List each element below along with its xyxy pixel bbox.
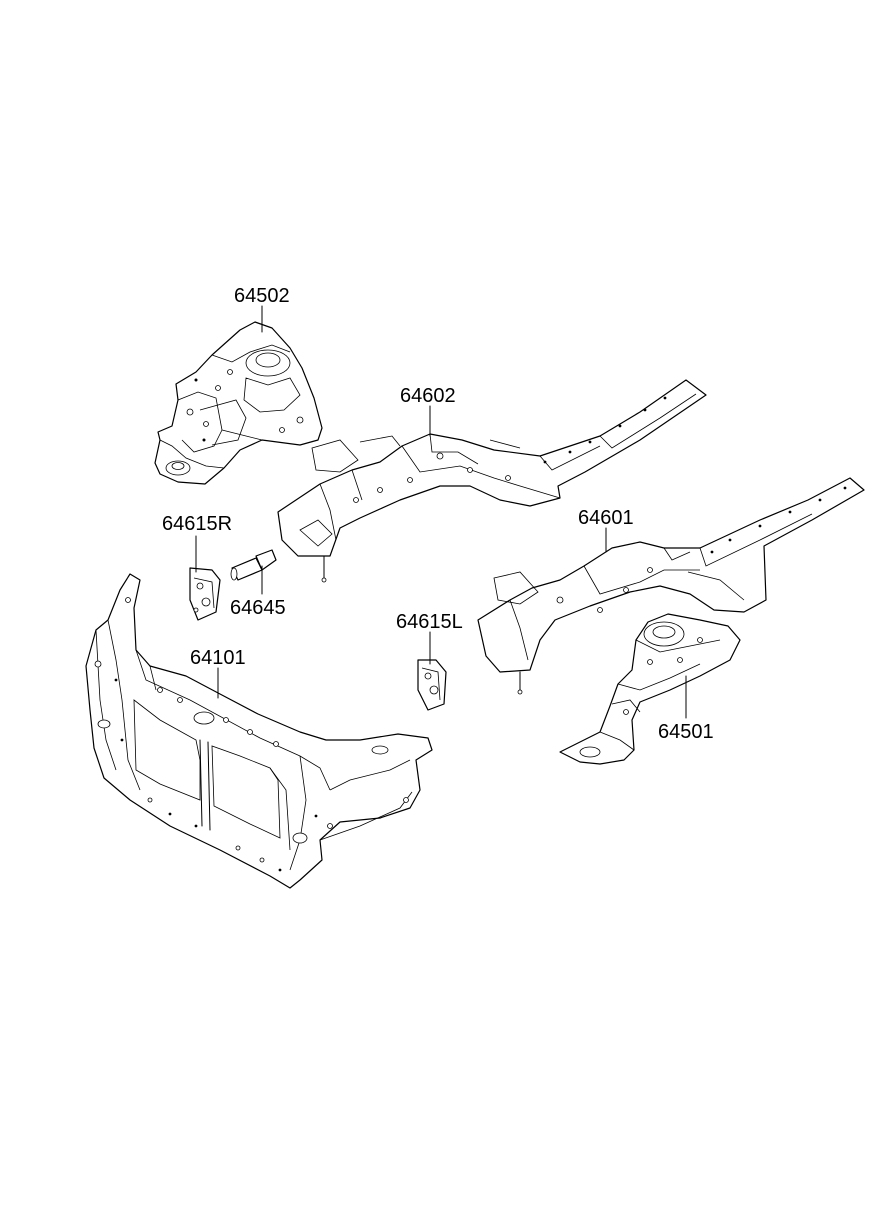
part-64602-side-member-rh[interactable] [277, 379, 707, 583]
leader-lines [195, 305, 687, 719]
part-labels: 64502 64602 64615R 64645 64601 64615L 64… [162, 285, 714, 743]
part-64501-strut-tower[interactable] [559, 613, 741, 765]
part-64615l-bracket[interactable] [417, 659, 447, 711]
label-64502: 64502 [234, 285, 290, 307]
label-64501: 64501 [658, 721, 714, 743]
part-64615r-bracket[interactable] [189, 567, 221, 621]
label-64615l: 64615L [396, 611, 463, 633]
label-64645: 64645 [230, 597, 286, 619]
label-64602: 64602 [400, 385, 456, 407]
part-64601-side-member-lh[interactable] [477, 477, 865, 695]
part-64502-strut-tower[interactable] [154, 321, 323, 485]
label-64101: 64101 [190, 647, 246, 669]
part-64101-front-panel[interactable] [85, 573, 433, 889]
label-64601: 64601 [578, 507, 634, 529]
label-64615r: 64615R [162, 513, 232, 535]
part-64645-pipe[interactable] [230, 549, 277, 581]
